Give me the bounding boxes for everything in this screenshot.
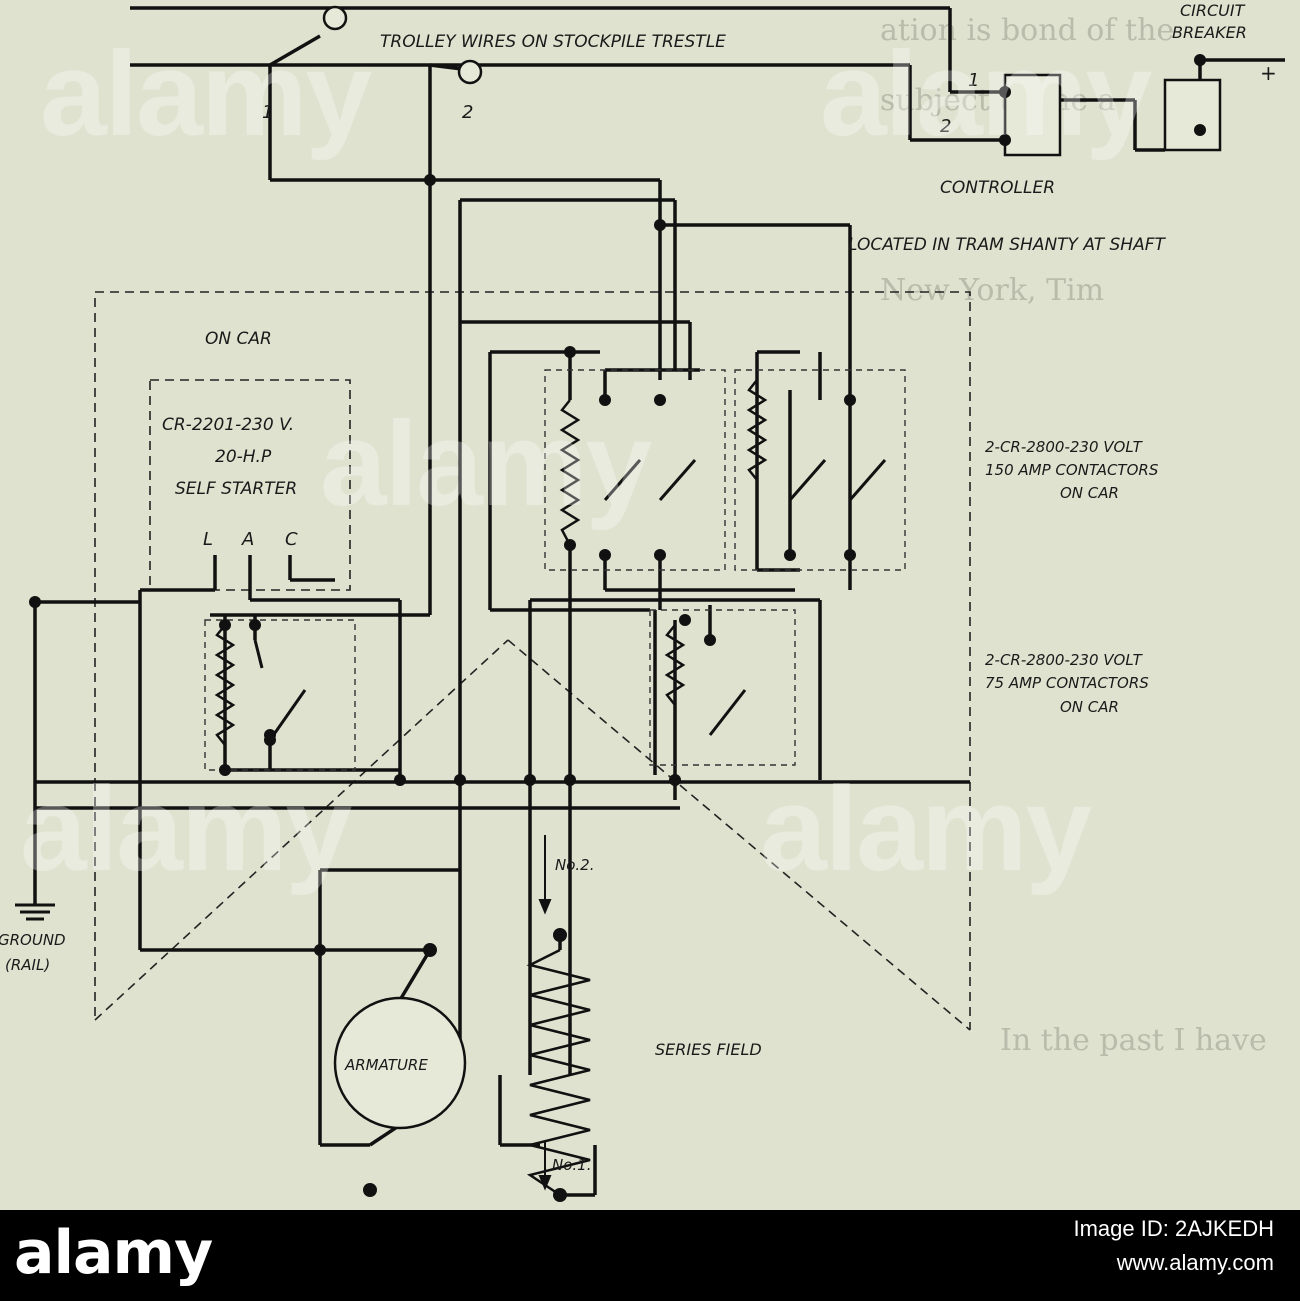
contactor-150-label-3: ON CAR bbox=[1060, 484, 1119, 502]
contactor-75-label-3: ON CAR bbox=[1060, 698, 1119, 716]
circuit-breaker-label-2: BREAKER bbox=[1172, 23, 1247, 42]
controller-wire-1-label: 1 bbox=[968, 70, 979, 91]
controller-label: CONTROLLER bbox=[940, 178, 1055, 198]
circuit-breaker-label-1: CIRCUIT bbox=[1180, 1, 1246, 20]
series-field-label: SERIES FIELD bbox=[655, 1040, 762, 1059]
ground-symbol bbox=[15, 903, 55, 921]
trolley-insulator-1 bbox=[322, 5, 348, 31]
background-print: ation is bond of the subject to the a Ne… bbox=[880, 13, 1267, 1058]
wire-2-label: 2 bbox=[462, 102, 473, 123]
starter-label-2: 20-H.P bbox=[215, 447, 272, 467]
contactor-75-label-2: 75 AMP CONTACTORS bbox=[985, 674, 1149, 692]
contactor-150-label-1: 2-CR-2800-230 VOLT bbox=[985, 438, 1144, 456]
located-label: LOCATED IN TRAM SHANTY AT SHAFT bbox=[848, 235, 1166, 255]
no2-label: No.2. bbox=[555, 856, 594, 874]
wiring bbox=[33, 6, 1285, 1197]
components bbox=[322, 5, 1222, 1130]
trolley-label: TROLLEY WIRES ON STOCKPILE TRESTLE bbox=[380, 32, 726, 52]
ground-label-2: (RAIL) bbox=[5, 956, 50, 974]
footer-bar: alamy Image ID: 2AJKEDH www.alamy.com bbox=[0, 1210, 1300, 1301]
terminal-c-label: C bbox=[285, 529, 298, 550]
coils bbox=[214, 379, 768, 1197]
contactor-150-label-2: 150 AMP CONTACTORS bbox=[985, 461, 1159, 479]
site-url[interactable]: www.alamy.com bbox=[1116, 1250, 1274, 1275]
terminal-l-label: L bbox=[203, 529, 213, 550]
current-arrows bbox=[538, 835, 552, 1191]
image-id: Image ID: 2AJKEDH bbox=[1073, 1216, 1274, 1241]
armature-circle bbox=[333, 996, 467, 1130]
junction-dots bbox=[29, 54, 1206, 1202]
starter-label-1: CR-2201-230 V. bbox=[162, 415, 294, 435]
alamy-logo[interactable]: alamy bbox=[14, 1218, 213, 1288]
trolley-insulator-2 bbox=[457, 59, 483, 85]
circuit-breaker-box bbox=[1163, 78, 1222, 152]
armature-label: ARMATURE bbox=[344, 1056, 428, 1074]
controller-box bbox=[1003, 73, 1062, 157]
svg-text:In the past I have: In the past I have bbox=[1000, 1023, 1267, 1058]
controller-wire-2-label: 2 bbox=[940, 116, 951, 137]
wiring-diagram: ation is bond of the subject to the a Ne… bbox=[0, 1, 1285, 1202]
svg-text:New York, Tim: New York, Tim bbox=[880, 273, 1104, 308]
svg-text:ation is bond of the: ation is bond of the bbox=[880, 13, 1174, 48]
switch-blades bbox=[253, 459, 887, 741]
diagram-scan: ation is bond of the subject to the a Ne… bbox=[0, 1, 1285, 1202]
ground-label-1: GROUND bbox=[0, 931, 66, 949]
contactor-75-label-1: 2-CR-2800-230 VOLT bbox=[985, 651, 1144, 669]
contactor-frames bbox=[204, 369, 906, 771]
starter-label-3: SELF STARTER bbox=[175, 479, 297, 499]
terminal-a-label: A bbox=[241, 529, 254, 550]
plus-sign: + bbox=[1260, 61, 1277, 85]
wire-1-label: 1 bbox=[262, 102, 273, 123]
no1-label: No.1. bbox=[552, 1156, 591, 1174]
on-car-label: ON CAR bbox=[205, 329, 272, 349]
